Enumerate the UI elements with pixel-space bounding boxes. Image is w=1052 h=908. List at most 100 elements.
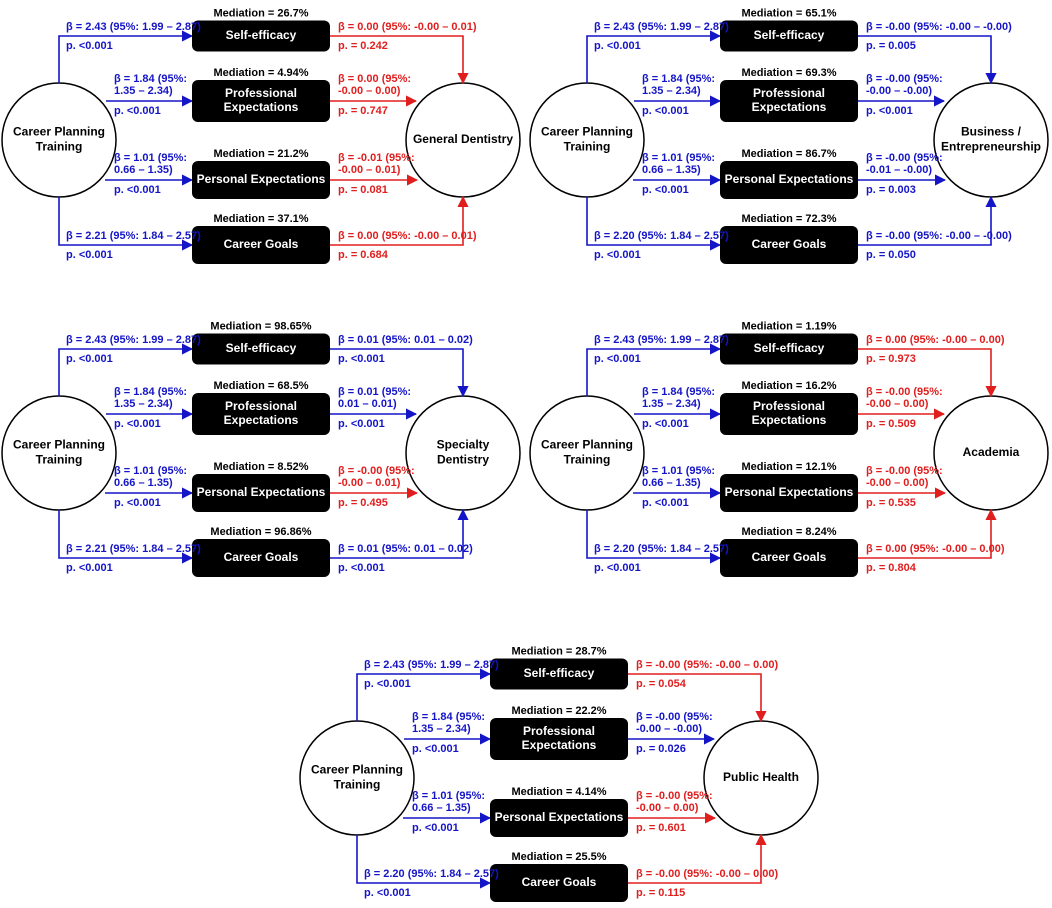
path-b-p-value: p. = 0.601: [636, 822, 686, 834]
path-a-arrow: [586, 343, 722, 396]
mediator-box: [192, 393, 330, 435]
mediator-box: [720, 539, 858, 577]
path-a-p-value: p. <0.001: [412, 743, 459, 755]
path-a-p-value: p. <0.001: [114, 497, 161, 509]
mediation-percent: Mediation = 22.2%: [511, 705, 606, 717]
mediation-percent: Mediation = 28.7%: [511, 645, 606, 657]
mediator-label: Personal Expectations: [197, 172, 326, 186]
path-b-p-value: p. = 0.005: [866, 40, 916, 52]
path-b-p-value: p. = 0.495: [338, 497, 388, 509]
mediation-percent: Mediation = 4.94%: [213, 67, 308, 79]
path-a-coefficient: β = 2.21 (95%: 1.84 – 2.57): [66, 543, 201, 555]
path-b-p-value: p. = 0.804: [866, 562, 917, 574]
mediation-percent: Mediation = 96.86%: [210, 526, 311, 538]
path-b-coefficient: β = -0.00 (95%:-0.00 – -0.00): [636, 711, 713, 735]
path-a-arrow: [58, 30, 194, 83]
path-a-arrow: [586, 30, 722, 83]
path-b-p-value: p. = 0.003: [866, 184, 916, 196]
path-b-arrow: [858, 508, 997, 559]
path-b-coefficient: β = 0.00 (95%: -0.00 – 0.01): [338, 21, 477, 33]
path-a-coefficient: β = 2.43 (95%: 1.99 – 2.87): [594, 334, 729, 346]
path-b-arrow: [858, 348, 997, 398]
path-a-coefficient: β = 1.01 (95%:0.66 – 1.35): [412, 790, 485, 814]
path-a-arrow: [58, 197, 194, 251]
mediation-percent: Mediation = 25.5%: [511, 851, 606, 863]
outcome-node-label: Academia: [963, 445, 1020, 459]
path-a-coefficient: β = 1.84 (95%:1.35 – 2.34): [412, 711, 485, 735]
mediation-percent: Mediation = 8.52%: [213, 461, 308, 473]
mediator-box: [490, 799, 628, 837]
path-b-p-value: p. = 0.509: [866, 418, 916, 430]
mediator-box: [192, 333, 330, 365]
path-b-coefficient: β = -0.00 (95%: -0.00 – -0.00): [866, 21, 1012, 33]
mediator-box: [490, 658, 628, 690]
mediation-percent: Mediation = 12.1%: [741, 461, 836, 473]
path-b-coefficient: β = -0.00 (95%:-0.00 – 0.00): [636, 790, 713, 814]
mediator-label: Personal Expectations: [725, 485, 854, 499]
path-b-p-value: p. <0.001: [338, 353, 385, 365]
path-b-coefficient: β = 0.00 (95%: -0.00 – 0.00): [866, 334, 1005, 346]
mediator-box: [720, 226, 858, 264]
mediator-box: [192, 80, 330, 122]
mediator-label: Career Goals: [522, 875, 597, 889]
path-b-coefficient: β = 0.00 (95%:-0.00 – 0.00): [338, 73, 411, 97]
mediator-box: [720, 20, 858, 52]
mediator-label: Self-efficacy: [754, 341, 825, 355]
path-a-p-value: p. <0.001: [114, 418, 161, 430]
path-b-arrow: [330, 35, 469, 85]
path-a-arrow: [58, 510, 194, 564]
mediation-percent: Mediation = 26.7%: [213, 7, 308, 19]
path-b-arrow: [858, 195, 997, 246]
mediator-box: [192, 539, 330, 577]
mediator-box: [490, 718, 628, 760]
path-a-p-value: p. <0.001: [114, 105, 161, 117]
mediation-percent: Mediation = 69.3%: [741, 67, 836, 79]
path-b-arrow: [628, 833, 767, 884]
mediation-percent: Mediation = 86.7%: [741, 148, 836, 160]
path-b-arrow: [330, 195, 469, 246]
path-a-coefficient: β = 1.01 (95%:0.66 – 1.35): [642, 465, 715, 489]
path-b-coefficient: β = -0.00 (95%:-0.00 – -0.00): [866, 73, 943, 97]
path-a-p-value: p. <0.001: [364, 678, 411, 690]
path-b-p-value: p. = 0.535: [866, 497, 916, 509]
mediation-percent: Mediation = 72.3%: [741, 213, 836, 225]
mediator-box: [720, 393, 858, 435]
mediation-percent: Mediation = 16.2%: [741, 380, 836, 392]
outcome-node-label: General Dentistry: [413, 132, 513, 146]
path-b-p-value: p. <0.001: [338, 418, 385, 430]
path-a-coefficient: β = 1.84 (95%:1.35 – 2.34): [642, 73, 715, 97]
path-a-p-value: p. <0.001: [412, 822, 459, 834]
mediation-percent: Mediation = 4.14%: [511, 786, 606, 798]
mediator-label: Self-efficacy: [524, 666, 595, 680]
path-b-coefficient: β = 0.01 (95%:0.01 – 0.01): [338, 386, 411, 410]
mediator-box: [192, 474, 330, 512]
mediator-label: Self-efficacy: [226, 28, 297, 42]
path-a-arrow: [58, 343, 194, 396]
mediation-percent: Mediation = 1.19%: [741, 320, 836, 332]
path-b-p-value: p. = 0.026: [636, 743, 686, 755]
path-b-coefficient: β = -0.00 (95%: -0.00 – -0.00): [866, 230, 1012, 242]
path-b-coefficient: β = 0.01 (95%: 0.01 – 0.02): [338, 334, 473, 346]
path-b-p-value: p. = 0.115: [636, 887, 685, 899]
mediator-box: [720, 333, 858, 365]
path-b-coefficient: β = -0.01 (95%:-0.00 – 0.01): [338, 152, 415, 176]
outcome-node-label: Public Health: [723, 770, 799, 784]
path-b-p-value: p. <0.001: [866, 105, 913, 117]
path-a-p-value: p. <0.001: [642, 105, 689, 117]
path-a-coefficient: β = 2.20 (95%: 1.84 – 2.57): [364, 868, 499, 880]
mediation-percent: Mediation = 68.5%: [213, 380, 308, 392]
mediator-box: [192, 161, 330, 199]
path-b-coefficient: β = -0.00 (95%:-0.00 – 0.01): [338, 465, 415, 489]
